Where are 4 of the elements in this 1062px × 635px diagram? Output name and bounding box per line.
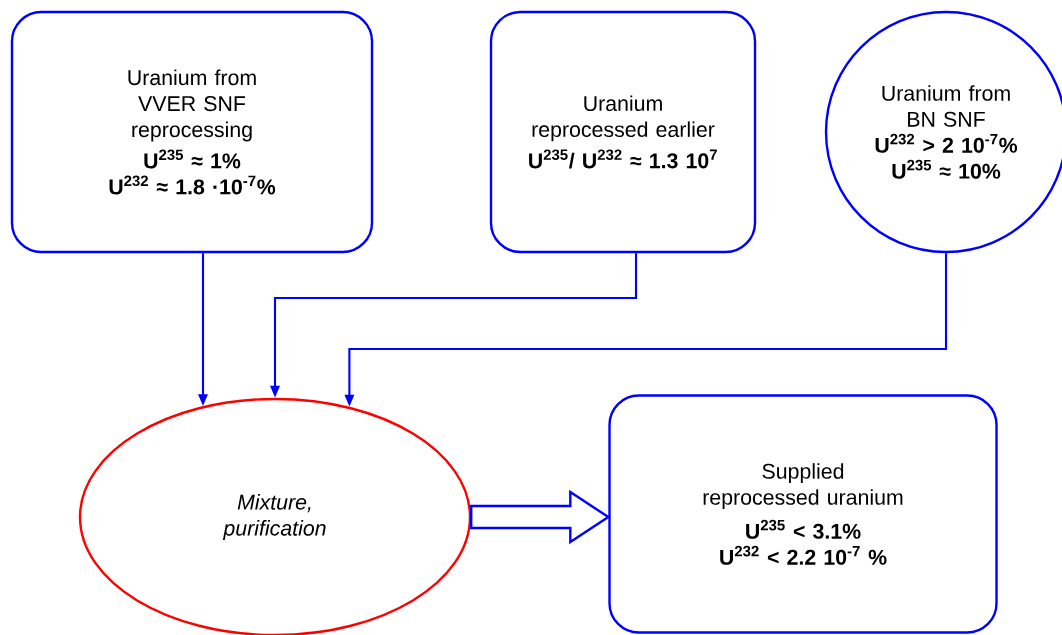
block-arrow <box>470 489 611 545</box>
source-box: Uranium from VVER SNF reprocessing U$^{235}$ ≈ 1% U$^{232}$ ≈ 1.8 ·10$^{-7}$% <box>10 10 374 254</box>
source-box: Uranium reprocessed earlier U$^{235}$/ U$^{232}$ ≈ 1.3 10$^{7}$ <box>489 10 757 254</box>
product-box: Supplied reprocessed uranium U$^{235}$ < 3.1% U$^{232}$ < 2.2 10$^{-7}$ % <box>608 394 998 634</box>
